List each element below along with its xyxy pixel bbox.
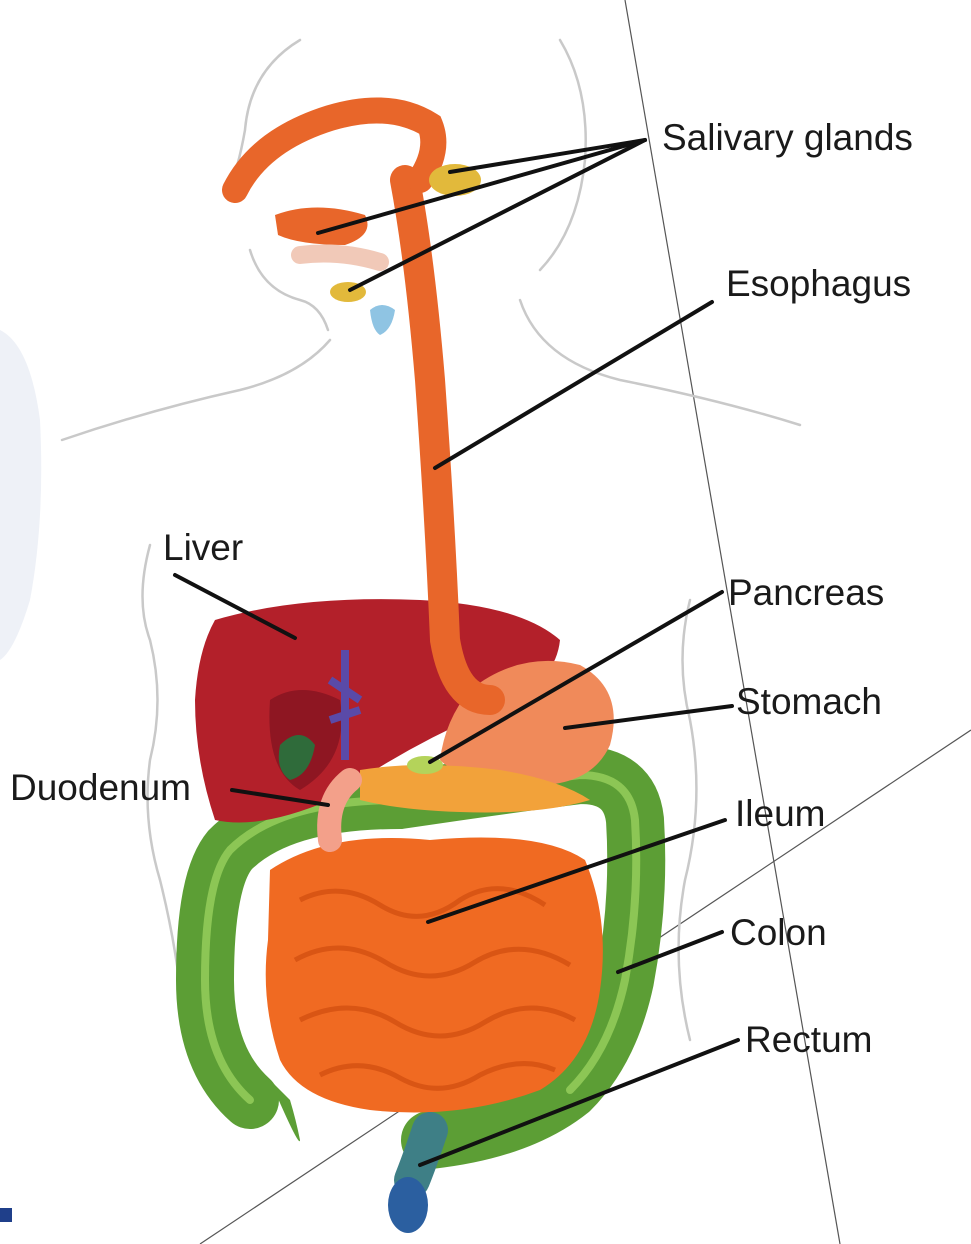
right-shoulder-outline [520,300,800,425]
left-edge-mark [0,1208,12,1222]
label-duodenum: Duodenum [10,767,191,808]
larynx [370,305,395,335]
label-rectum: Rectum [745,1019,872,1060]
label-salivary-glands: Salivary glands [662,117,913,158]
left-edge-watermark [0,330,41,660]
right-torso-outline [679,600,697,1040]
label-pancreas: Pancreas [728,572,884,613]
oral-cavity [300,254,380,262]
rectum-group [388,1130,430,1233]
label-stomach: Stomach [736,681,882,722]
anus [388,1177,428,1233]
label-colon: Colon [730,912,827,953]
rectum [412,1130,430,1180]
label-liver: Liver [163,527,243,568]
leader-esophagus [435,302,712,468]
leader-salivary-2 [318,140,645,233]
left-shoulder-outline [62,340,330,440]
label-ileum: Ileum [735,793,825,834]
label-esophagus: Esophagus [726,263,911,304]
tongue [275,208,368,246]
